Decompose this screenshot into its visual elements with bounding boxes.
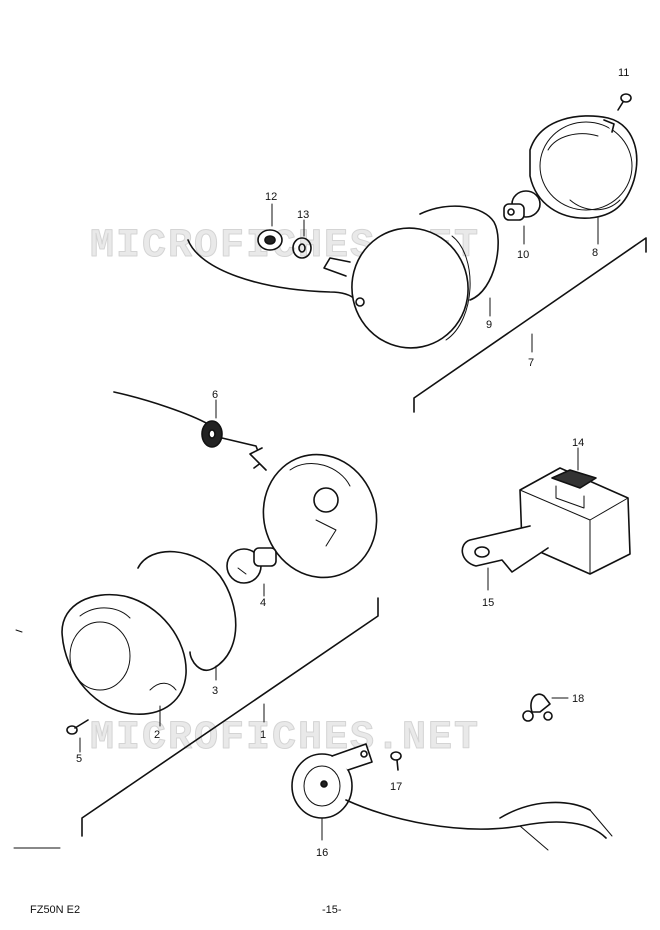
lower-housing-shell <box>249 447 378 579</box>
housing-8 <box>529 115 638 219</box>
bulb-4 <box>226 547 277 584</box>
bracket-1 <box>81 597 379 837</box>
label-part-14: 14 <box>572 437 584 449</box>
relay-bracket-15 <box>461 525 549 573</box>
upper-lens-dome <box>323 227 471 349</box>
label-part-11: 11 <box>618 67 629 79</box>
label-part-8: 8 <box>592 247 598 259</box>
bulb-10 <box>503 190 541 221</box>
screw-5 <box>66 719 89 735</box>
label-part-2: 2 <box>154 729 160 741</box>
label-part-10: 10 <box>517 249 529 261</box>
label-part-3: 3 <box>212 685 218 697</box>
label-part-4: 4 <box>260 597 266 609</box>
watermark-bottom: MICROFICHES.NET <box>90 716 480 761</box>
label-part-5: 5 <box>76 753 82 765</box>
footer-page-number: -15- <box>322 904 342 916</box>
label-part-7: 7 <box>528 357 534 369</box>
gasket-9 <box>419 205 499 301</box>
screw-11 <box>617 93 632 111</box>
part-labels: 11 12 13 10 8 9 7 6 14 4 15 3 18 2 1 5 1… <box>76 67 629 859</box>
lens-2 <box>61 593 187 715</box>
lower-wire <box>113 391 209 425</box>
flasher-relay-14 <box>519 467 631 575</box>
footer-model-code: FZ50N E2 <box>30 904 81 916</box>
label-part-17: 17 <box>390 781 402 793</box>
label-part-13: 13 <box>297 209 309 221</box>
label-part-18: 18 <box>572 693 584 705</box>
gasket-3 <box>137 550 237 671</box>
label-part-16: 16 <box>316 847 328 859</box>
lower-turn-signal-assembly <box>61 391 379 837</box>
label-part-9: 9 <box>486 319 492 331</box>
stray-marks <box>13 629 61 849</box>
label-part-12: 12 <box>265 191 277 203</box>
label-part-1: 1 <box>260 729 266 741</box>
grommet-6 <box>201 420 223 448</box>
upper-turn-signal-assembly <box>187 93 647 413</box>
label-part-15: 15 <box>482 597 494 609</box>
label-part-6: 6 <box>212 389 218 401</box>
bracket-7 <box>413 237 647 413</box>
screw-17 <box>390 751 402 771</box>
nut-12 <box>257 229 283 251</box>
washer-13 <box>292 237 312 259</box>
clip-18 <box>522 693 553 722</box>
upper-wire <box>187 239 357 301</box>
